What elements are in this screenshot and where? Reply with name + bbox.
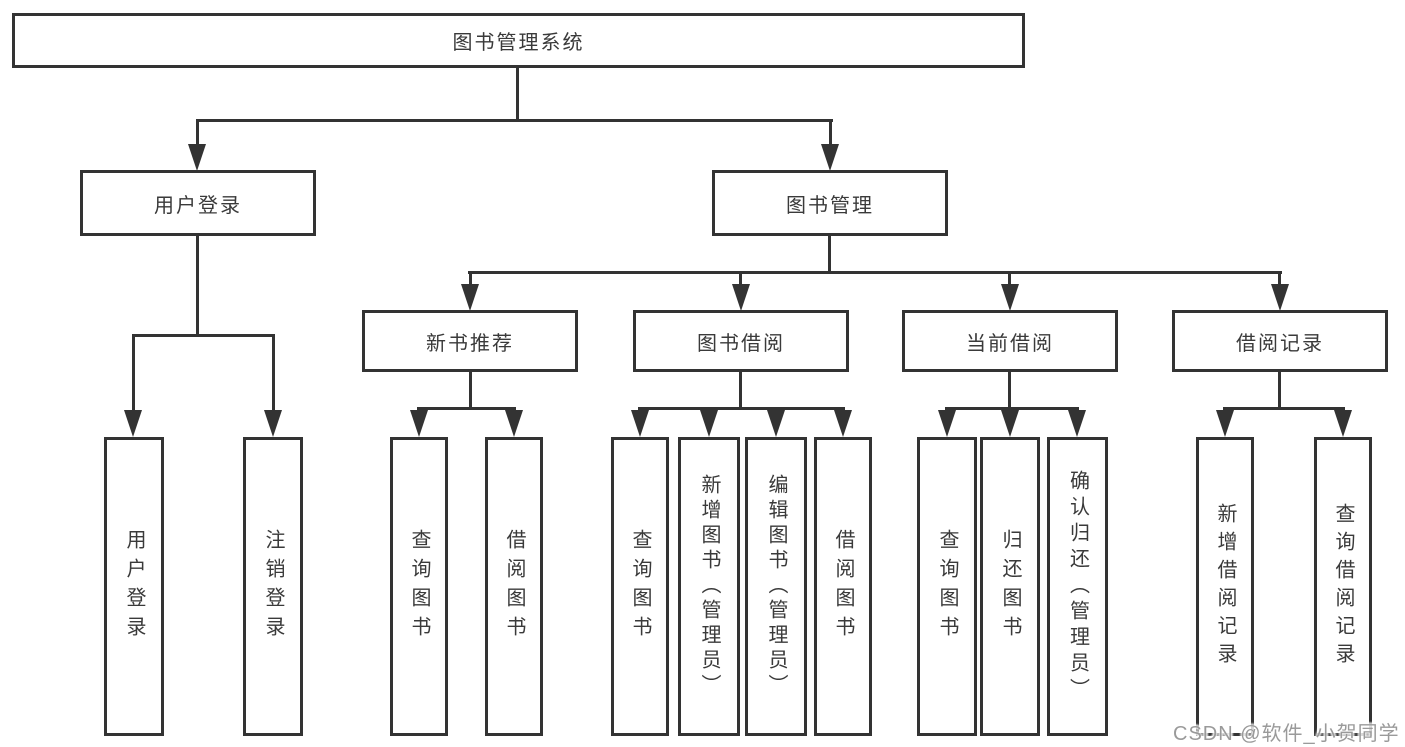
- csdn-watermark: CSDN @软件_小贺同学: [1173, 723, 1400, 745]
- arrowhead-icon: [1001, 284, 1019, 311]
- leaf-return-books: 归还图书: [980, 437, 1040, 736]
- connector-current-borrowing-bus: [945, 407, 1079, 410]
- node-user-login: 用户登录: [80, 170, 316, 236]
- connector-new-book-bus: [417, 407, 516, 410]
- leaf-logout: 注销登录: [243, 437, 303, 736]
- connector-current-borrowing-stem: [1008, 372, 1011, 409]
- connector-new-book-stem: [469, 372, 472, 409]
- arrowhead-icon: [767, 410, 785, 437]
- connector-book-borrowing-stem: [739, 372, 742, 409]
- connector-root-stem: [516, 68, 519, 121]
- leaf-query-borrow-record: 查询借阅记录: [1314, 437, 1372, 736]
- leaf-user-login: 用户登录: [104, 437, 164, 736]
- arrowhead-icon: [1216, 410, 1234, 437]
- node-root: 图书管理系统: [12, 13, 1025, 68]
- arrowhead-icon: [410, 410, 428, 437]
- connector-drop-leaf-user-login: [132, 334, 135, 414]
- arrowhead-icon: [1001, 410, 1019, 437]
- node-book-management: 图书管理: [712, 170, 948, 236]
- leaf-query-books-recommend: 查询图书: [390, 437, 448, 736]
- arrowhead-icon: [1271, 284, 1289, 311]
- leaf-borrow-books-borrowing: 借阅图书: [814, 437, 872, 736]
- arrowhead-icon: [264, 410, 282, 437]
- arrowhead-icon: [821, 144, 839, 171]
- leaf-borrow-books-recommend: 借阅图书: [485, 437, 543, 736]
- connector-drop-current-borrowing: [1008, 271, 1011, 287]
- arrowhead-icon: [461, 284, 479, 311]
- arrowhead-icon: [505, 410, 523, 437]
- arrowhead-icon: [631, 410, 649, 437]
- arrowhead-icon: [124, 410, 142, 437]
- connector-book-borrowing-bus: [638, 407, 845, 410]
- connector-user-login-stem: [196, 236, 199, 336]
- arrowhead-icon: [1334, 410, 1352, 437]
- connector-book-management-stem: [828, 236, 831, 273]
- leaf-query-books-current: 查询图书: [917, 437, 977, 736]
- node-book-borrowing: 图书借阅: [633, 310, 849, 372]
- arrowhead-icon: [732, 284, 750, 311]
- connector-drop-book-borrowing: [739, 271, 742, 287]
- connector-drop-book-management: [829, 119, 832, 149]
- leaf-edit-books-admin: 编辑图书（管理员）: [745, 437, 807, 736]
- node-borrowing-records: 借阅记录: [1172, 310, 1388, 372]
- connector-borrowing-records-stem: [1278, 372, 1281, 409]
- connector-book-management-bus: [468, 271, 1282, 274]
- arrowhead-icon: [834, 410, 852, 437]
- connector-borrowing-records-bus: [1223, 407, 1345, 410]
- connector-root-bus: [196, 119, 833, 122]
- connector-user-login-bus: [132, 334, 275, 337]
- arrowhead-icon: [938, 410, 956, 437]
- arrowhead-icon: [1068, 410, 1086, 437]
- node-new-book-recommend: 新书推荐: [362, 310, 578, 372]
- arrowhead-icon: [188, 144, 206, 171]
- connector-drop-borrowing-records: [1278, 271, 1281, 287]
- leaf-add-borrow-record: 新增借阅记录: [1196, 437, 1254, 736]
- leaf-add-books-admin: 新增图书（管理员）: [678, 437, 740, 736]
- connector-drop-user-login: [196, 119, 199, 149]
- leaf-confirm-return-admin: 确认归还（管理员）: [1047, 437, 1108, 736]
- connector-drop-new-book: [469, 271, 472, 287]
- node-current-borrowing: 当前借阅: [902, 310, 1118, 372]
- leaf-query-books-borrowing: 查询图书: [611, 437, 669, 736]
- connector-drop-leaf-logout: [272, 334, 275, 414]
- arrowhead-icon: [700, 410, 718, 437]
